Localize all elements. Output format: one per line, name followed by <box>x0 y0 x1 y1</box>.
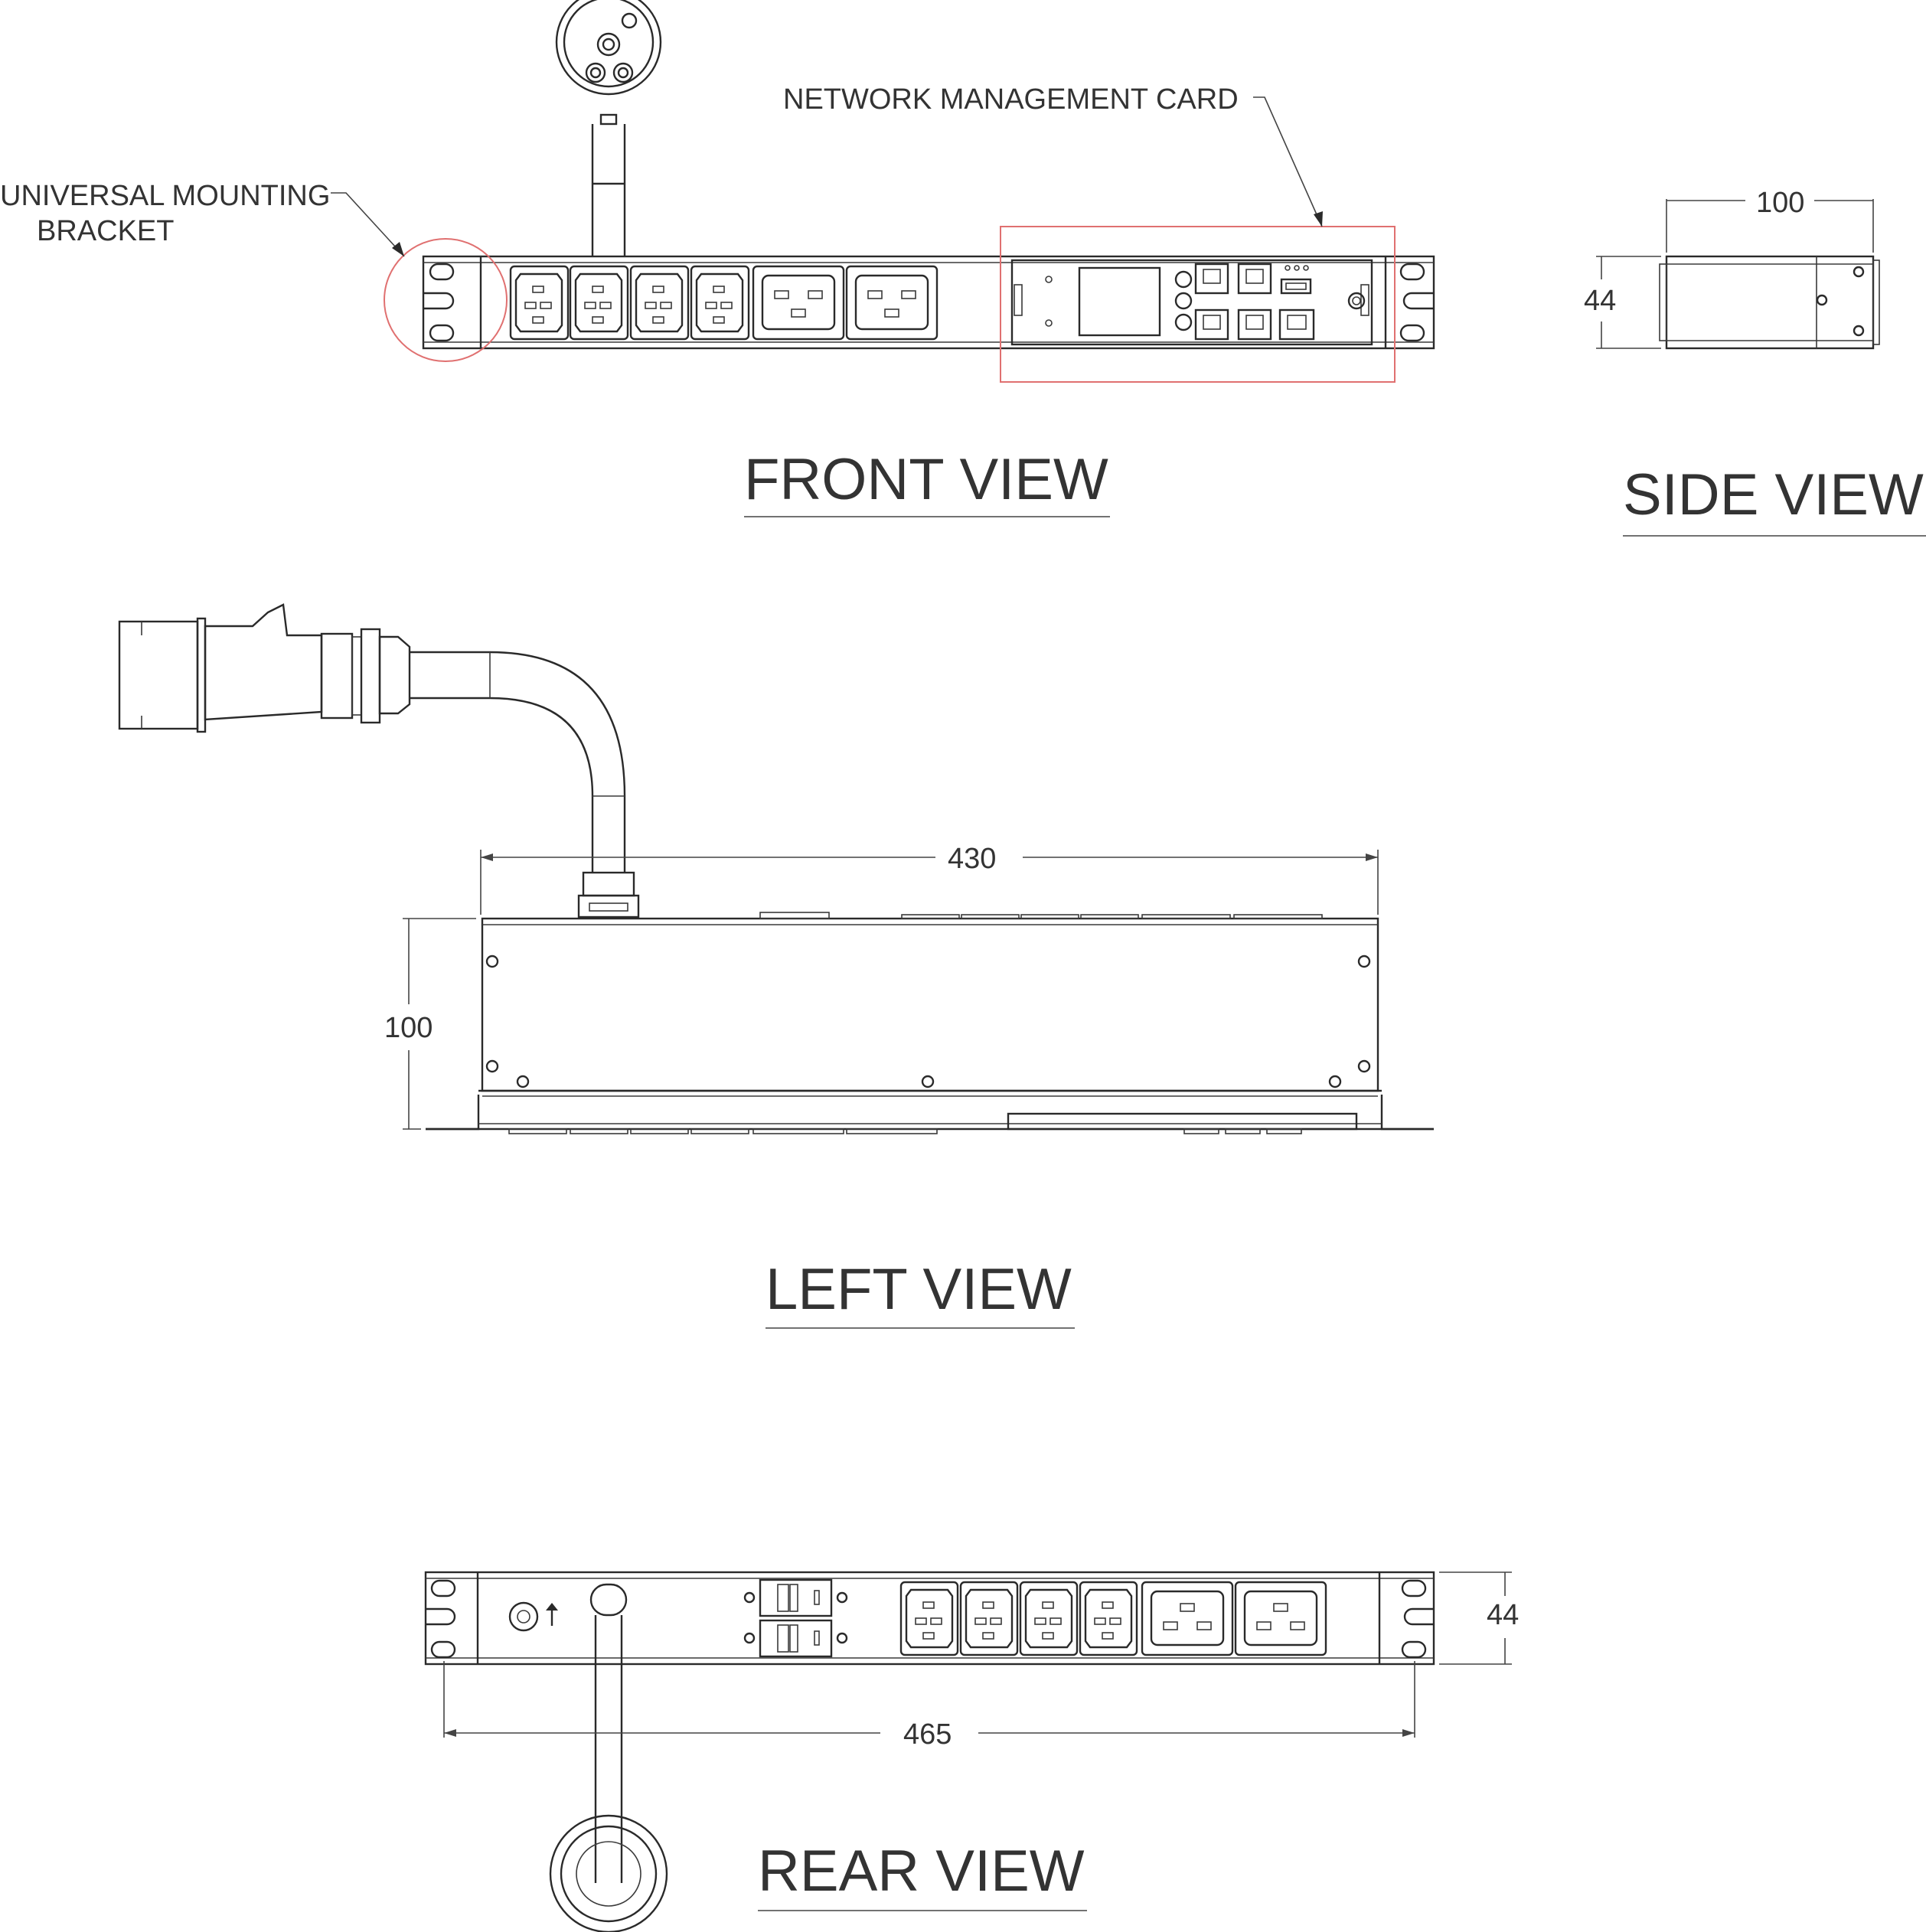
left-cable <box>410 651 640 919</box>
c13-outlet <box>629 265 690 341</box>
bracket-leader-line <box>331 192 405 257</box>
side-view-title: SIDE VIEW <box>1623 462 1924 527</box>
c13-outlet <box>569 265 629 341</box>
c19-outlet <box>1141 1581 1234 1656</box>
rear-chassis <box>424 1571 1435 1666</box>
rear-c19-outlets <box>1141 1581 1327 1656</box>
left-length-dimension: 430 <box>948 843 996 875</box>
rear-view-title: REAR VIEW <box>758 1839 1085 1904</box>
c19-outlet <box>752 265 845 341</box>
c13-outlet <box>1019 1581 1079 1656</box>
c13-outlet <box>1079 1581 1138 1656</box>
c13-outlet <box>690 265 750 341</box>
left-view-title: LEFT VIEW <box>766 1257 1072 1322</box>
c19-outlet <box>1234 1581 1327 1656</box>
c19-outlet <box>845 265 939 341</box>
left-view: 430 100 LEFT VIEW <box>118 603 1434 1329</box>
side-view: 100 44 SIDE VIEW <box>1584 187 1926 537</box>
rear-view: 44 465 REAR VIEW <box>424 1571 1519 1932</box>
side-width-dimension: 100 <box>1756 187 1804 219</box>
rear-height-dimension: 44 <box>1487 1599 1519 1631</box>
universal-bracket-label-line1: UNIVERSAL MOUNTING <box>0 180 330 212</box>
front-plug-face <box>555 0 662 126</box>
network-card-label: NETWORK MANAGEMENT CARD <box>783 83 1239 116</box>
rear-breakers <box>743 1578 848 1658</box>
c13-outlet <box>959 1581 1019 1656</box>
rear-width-dimension: 465 <box>903 1718 952 1751</box>
left-plug <box>118 603 411 733</box>
network-card-leader-line <box>1253 96 1323 227</box>
rear-cable-and-plug <box>549 1583 668 1932</box>
front-chassis <box>422 255 1435 350</box>
side-height-dimension: 44 <box>1584 285 1616 317</box>
c13-outlet <box>899 1581 959 1656</box>
left-chassis <box>426 912 1434 1134</box>
c13-outlet <box>509 265 570 341</box>
bracket-highlight-circle <box>384 238 508 362</box>
left-depth-dimension: 100 <box>384 1012 433 1044</box>
network-card-highlight-box <box>1000 226 1396 383</box>
front-network-card <box>1010 259 1373 346</box>
rear-c13-outlets <box>899 1581 1138 1656</box>
front-view: UNIVERSAL MOUNTING BRACKET NETWORK MANAG… <box>0 0 1435 517</box>
front-cable <box>591 124 626 256</box>
front-c13-outlets <box>509 265 750 341</box>
front-c19-outlets <box>752 265 939 341</box>
front-view-title: FRONT VIEW <box>744 447 1108 512</box>
universal-bracket-label-line2: BRACKET <box>37 215 174 247</box>
